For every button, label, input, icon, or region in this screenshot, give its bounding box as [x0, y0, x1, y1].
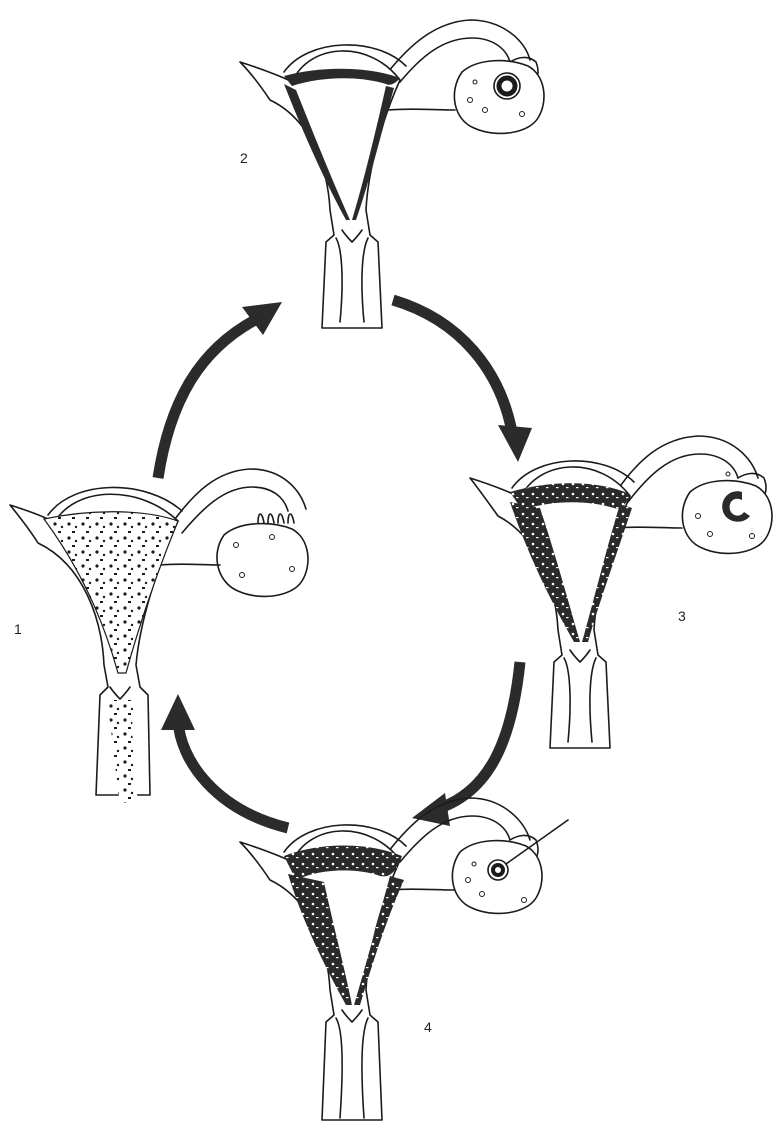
stage-label-1: 1 [14, 621, 22, 637]
stage-label-4: 4 [424, 1019, 432, 1035]
stage-4-uterus [240, 798, 568, 1120]
ovary-icon [217, 524, 308, 597]
cycle-arrow-icon [161, 694, 288, 828]
stage-label-2: 2 [240, 150, 248, 166]
cycle-arrow-icon [412, 662, 520, 826]
cycle-arrow-icon [393, 300, 532, 462]
stage-1-uterus [10, 469, 308, 803]
cycle-arrow-icon [158, 302, 282, 478]
stage-2-uterus [240, 20, 544, 328]
stage-label-3: 3 [678, 608, 686, 624]
